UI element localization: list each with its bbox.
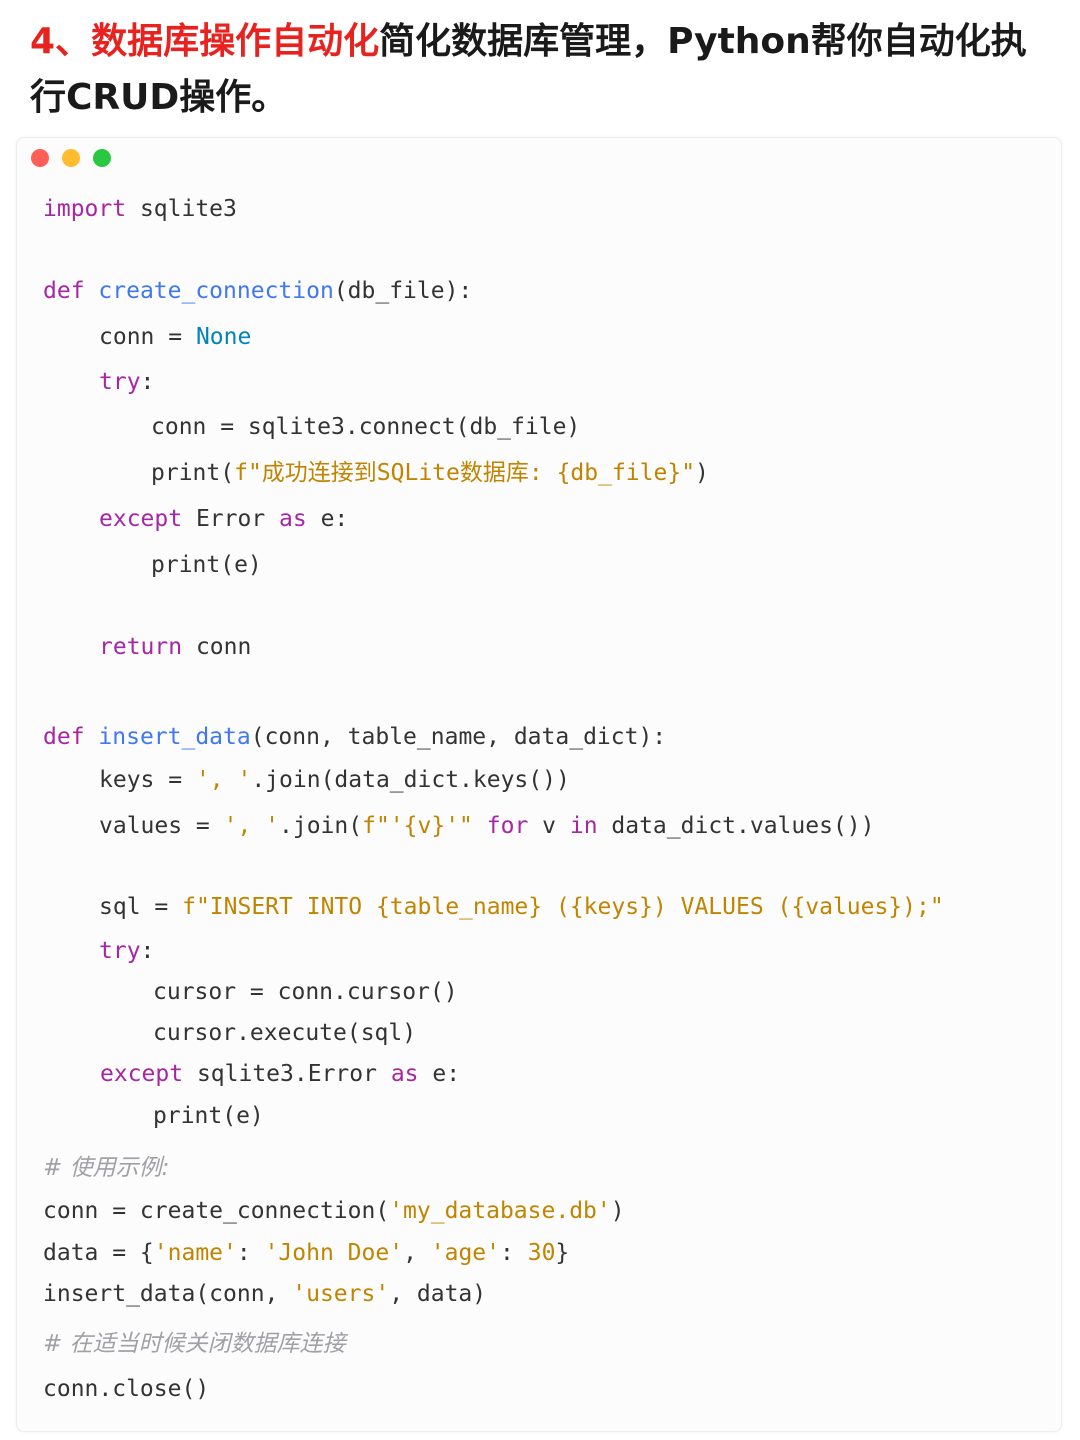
code-text: ) <box>610 1198 625 1224</box>
code-text: sql = <box>99 894 183 920</box>
code-text: e: <box>306 506 349 532</box>
code-text: , <box>403 1240 431 1266</box>
heading-number: 4、 <box>30 21 92 62</box>
code-line: return conn <box>99 632 251 662</box>
string-literal: 'John Doe' <box>264 1240 404 1266</box>
code-text: conn <box>182 634 252 660</box>
code-text: keys = <box>99 767 196 793</box>
code-text: cursor.execute(sql) <box>153 1020 417 1046</box>
code-line: except sqlite3.Error as e: <box>100 1059 460 1089</box>
code-line: conn = create_connection('my_database.db… <box>43 1196 625 1226</box>
code-text: conn = create_connection( <box>43 1198 390 1224</box>
maximize-dot-icon <box>93 149 111 167</box>
code-line: data = {'name': 'John Doe', 'age': 30} <box>43 1238 569 1268</box>
code-text: (conn, table_name, data_dict): <box>250 724 667 750</box>
code-text: .join( <box>279 813 363 839</box>
string-literal: f"'{v}'" <box>362 813 473 839</box>
code-line: print(f"成功连接到SQLite数据库: {db_file}") <box>151 458 709 488</box>
code-text: sqlite3 <box>126 196 237 222</box>
code-text: print(e) <box>151 552 262 578</box>
code-text: : <box>140 369 155 395</box>
code-text: e: <box>418 1061 461 1087</box>
code-text: print(e) <box>153 1103 264 1129</box>
string-literal: 'users' <box>292 1281 390 1307</box>
code-text: Error <box>182 506 280 532</box>
code-text: (db_file): <box>333 278 473 304</box>
code-text: , data) <box>389 1281 487 1307</box>
keyword: def <box>43 278 85 304</box>
code-text: : <box>236 1240 265 1266</box>
keyword: in <box>569 813 598 839</box>
keyword: as <box>279 506 307 532</box>
code-line: try: <box>99 367 154 397</box>
code-line: cursor.execute(sql) <box>153 1018 416 1048</box>
close-dot-icon <box>31 149 49 167</box>
code-text: : <box>500 1240 528 1266</box>
keyword: except <box>100 1061 184 1087</box>
code-window: import sqlite3 def create_connection(db_… <box>16 137 1062 1432</box>
code-text: cursor = conn.cursor() <box>153 979 458 1005</box>
code-line: import sqlite3 <box>43 194 237 224</box>
code-text: data_dict.values()) <box>597 813 875 839</box>
function-name: insert_data <box>98 724 251 750</box>
code-line: cursor = conn.cursor() <box>153 977 458 1007</box>
number-literal: 30 <box>527 1240 556 1266</box>
code-line: values = ', '.join(f"'{v}'" for v in dat… <box>99 811 875 841</box>
keyword: for <box>486 813 529 839</box>
code-text: v <box>528 813 570 839</box>
code-text: conn.close() <box>43 1376 210 1402</box>
code-text: } <box>555 1240 570 1266</box>
keyword: as <box>390 1061 419 1087</box>
code-text: values = <box>99 813 224 839</box>
keyword: try <box>99 938 141 964</box>
code-line: def insert_data(conn, table_name, data_d… <box>43 722 666 752</box>
code-text: print( <box>151 460 235 486</box>
heading-rest: 简化数据库管理，Python帮你自动化执行CRUD操作。 <box>30 21 1027 118</box>
code-comment: # 使用示例: <box>43 1155 170 1181</box>
string-literal: ', ' <box>223 813 280 839</box>
article-heading: 4、数据库操作自动化简化数据库管理，Python帮你自动化执行CRUD操作。 <box>30 14 1060 126</box>
minimize-dot-icon <box>62 149 80 167</box>
code-line: print(e) <box>151 550 262 580</box>
heading-highlight: 数据库操作自动化 <box>91 21 380 62</box>
function-name: create_connection <box>98 278 334 304</box>
code-text: conn = <box>99 324 196 350</box>
code-line: insert_data(conn, 'users', data) <box>43 1279 486 1309</box>
string-literal: 'my_database.db' <box>389 1198 611 1224</box>
string-literal: f"成功连接到SQLite数据库: {db_file}" <box>234 460 696 486</box>
code-text: conn = sqlite3.connect(db_file) <box>151 414 581 440</box>
keyword: def <box>43 724 85 750</box>
code-line: except Error as e: <box>99 504 348 534</box>
code-text: : <box>140 938 155 964</box>
code-text: insert_data(conn, <box>43 1281 293 1307</box>
builtin: None <box>195 324 252 350</box>
keyword: try <box>99 369 141 395</box>
code-text: sqlite3.Error <box>183 1061 391 1087</box>
code-comment: # 在适当时候关闭数据库连接 <box>43 1331 346 1357</box>
code-line: keys = ', '.join(data_dict.keys()) <box>99 765 570 795</box>
code-text: ) <box>695 460 709 486</box>
string-literal: 'name' <box>153 1240 237 1266</box>
string-literal: 'age' <box>430 1240 501 1266</box>
code-line: conn = sqlite3.connect(db_file) <box>151 412 580 442</box>
code-block: import sqlite3 def create_connection(db_… <box>17 138 1061 1431</box>
code-text: data = { <box>43 1240 154 1266</box>
keyword: return <box>99 634 183 660</box>
string-literal: f"INSERT INTO {table_name} ({keys}) VALU… <box>182 894 944 920</box>
code-line: print(e) <box>153 1101 264 1131</box>
keyword: import <box>43 196 127 222</box>
code-line: def create_connection(db_file): <box>43 276 472 306</box>
window-controls <box>31 149 124 167</box>
code-line: # 在适当时候关闭数据库连接 <box>43 1329 346 1359</box>
code-line: try: <box>99 936 154 966</box>
keyword: except <box>99 506 183 532</box>
code-line: conn = None <box>99 322 251 352</box>
code-line: sql = f"INSERT INTO {table_name} ({keys}… <box>99 892 944 922</box>
code-line: conn.close() <box>43 1374 209 1404</box>
string-literal: ', ' <box>195 767 252 793</box>
code-text: .join(data_dict.keys()) <box>251 767 570 793</box>
code-line: # 使用示例: <box>43 1153 169 1183</box>
